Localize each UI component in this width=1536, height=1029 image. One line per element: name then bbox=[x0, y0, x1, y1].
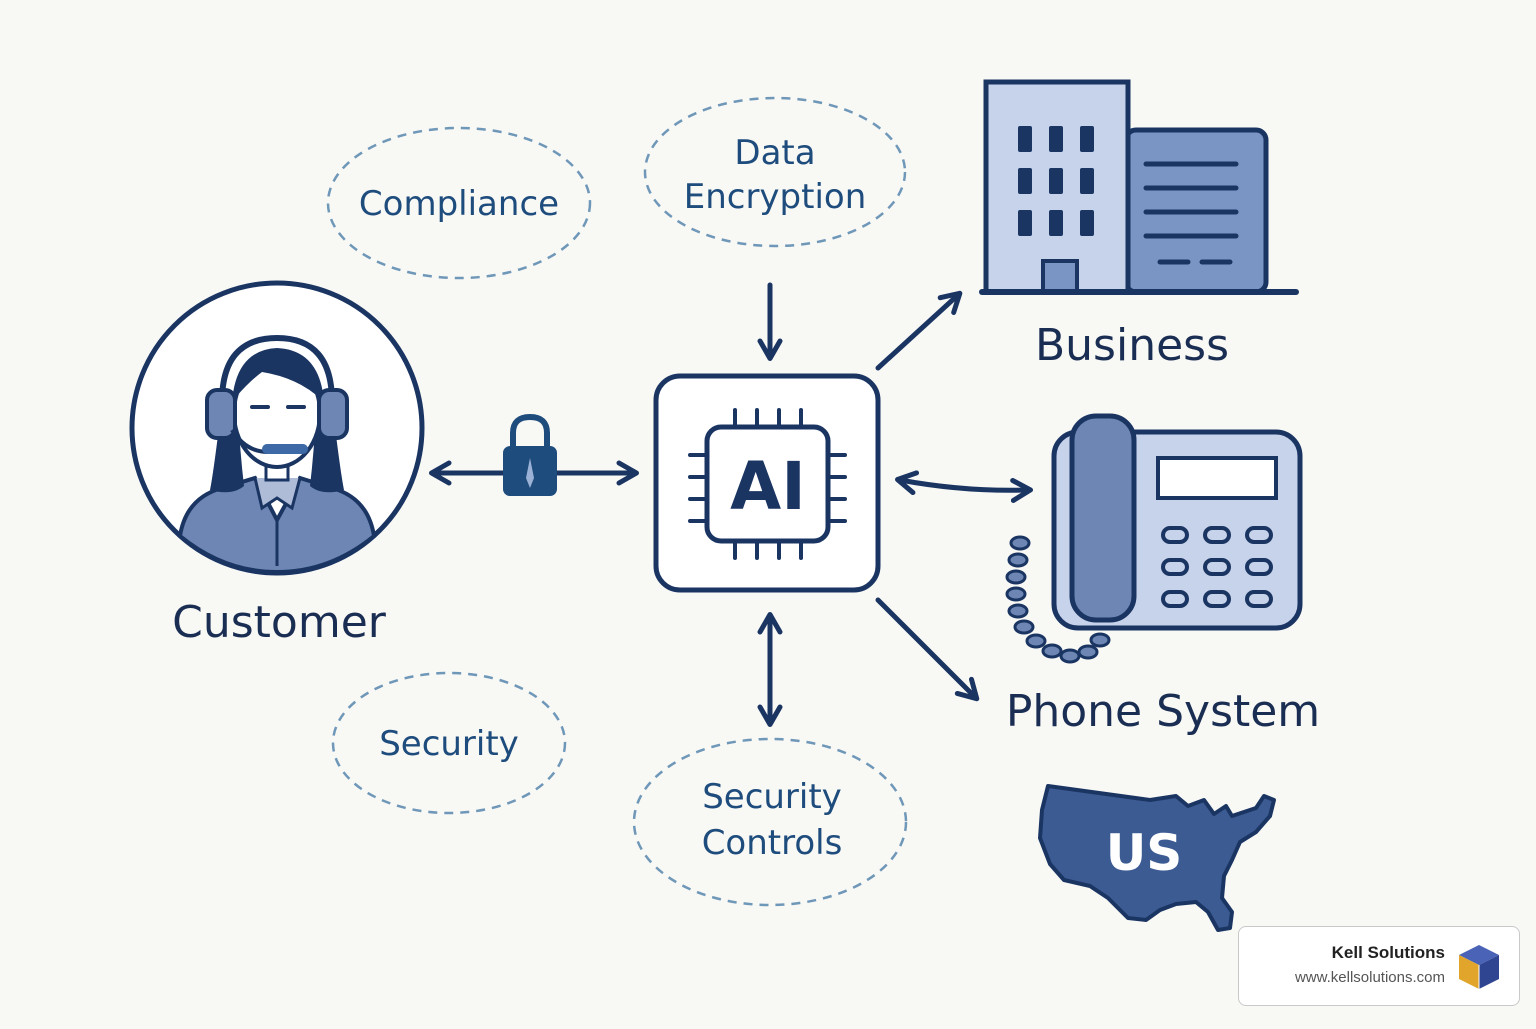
data-encryption-ellipse bbox=[643, 96, 907, 248]
customer-agent-headset-icon bbox=[129, 280, 425, 576]
security-controls-ellipse bbox=[632, 737, 908, 907]
ai-label: AI bbox=[730, 448, 806, 525]
kell-solutions-badge: Kell Solutions www.kellsolutions.com bbox=[1238, 926, 1520, 1006]
security-controls-label-line1: Security bbox=[702, 777, 842, 817]
ai-phone-arrow bbox=[895, 470, 1033, 503]
security-controls-concept: Security Controls bbox=[632, 737, 908, 907]
office-building-icon bbox=[979, 79, 1299, 295]
badge-url: www.kellsolutions.com bbox=[1294, 969, 1445, 986]
badge-company-name: Kell Solutions bbox=[1331, 943, 1445, 962]
ai-phone-system-arrow bbox=[875, 597, 980, 702]
security-concept: Security bbox=[331, 671, 567, 815]
padlock-icon bbox=[503, 413, 557, 496]
security-controls-label-line2: Controls bbox=[702, 823, 843, 863]
compliance-label: Compliance bbox=[359, 184, 559, 224]
us-label: US bbox=[1106, 824, 1183, 882]
ai-business-arrow bbox=[875, 290, 963, 371]
compliance-ellipse bbox=[326, 126, 592, 280]
data-encryption-concept: Data Encryption bbox=[643, 96, 907, 248]
customer-label: Customer bbox=[172, 597, 387, 648]
cube-logo-icon bbox=[1459, 945, 1499, 989]
data-encryption-label-line2: Encryption bbox=[684, 177, 867, 217]
phone-system-label: Phone System bbox=[1006, 686, 1320, 737]
us-map-icon: US bbox=[1038, 784, 1276, 932]
data-encryption-label-line1: Data bbox=[734, 133, 815, 173]
business-label: Business bbox=[1035, 320, 1229, 371]
security-ellipse bbox=[331, 671, 567, 815]
security-label: Security bbox=[379, 724, 519, 764]
compliance-concept: Compliance bbox=[326, 126, 592, 280]
ai-chip-icon: AI bbox=[653, 373, 881, 593]
desk-phone-icon bbox=[1005, 413, 1303, 664]
